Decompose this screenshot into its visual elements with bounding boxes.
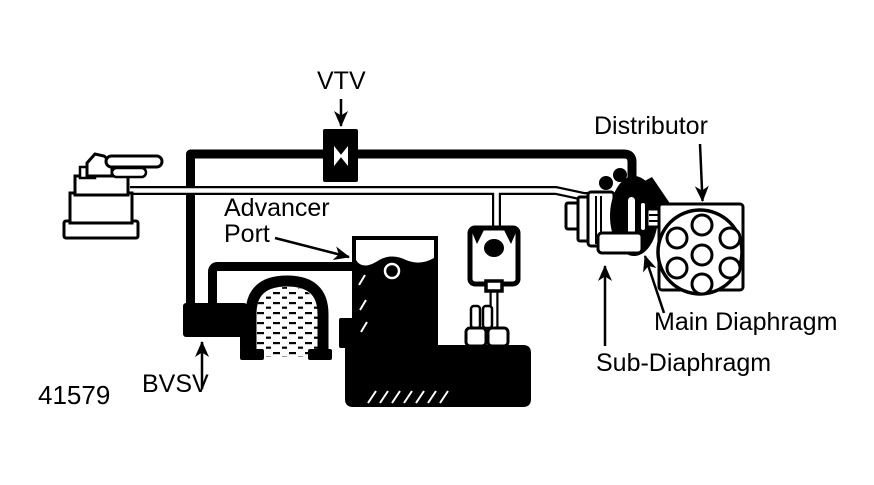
label-advancer-port-line2: Port (224, 220, 270, 248)
figure-number: 41579 (38, 380, 111, 410)
coolant-housing (240, 275, 332, 360)
label-sub-diaphragm: Sub-Diaphragm (596, 349, 772, 377)
cap-tower-hole (718, 256, 742, 280)
cap-tower-hole (665, 226, 689, 250)
distributor-body (656, 202, 745, 296)
metal-pipe (130, 186, 600, 230)
base-hatching (367, 390, 449, 404)
advancer-port-arrow (274, 236, 350, 261)
main-diaphragm-arrow (643, 255, 666, 314)
label-distributor: Distributor (594, 112, 708, 140)
cap-tower-hole (690, 213, 714, 237)
cap-tower-hole (665, 256, 689, 280)
vtv-valve (323, 129, 358, 182)
label-bvsv: BVSV (142, 370, 209, 398)
vacuum-hose-advancer (208, 262, 360, 306)
check-valve (464, 225, 521, 348)
cap-tower-hole (690, 243, 714, 267)
label-vtv: VTV (317, 67, 366, 95)
label-advancer-port-line1: Advancer (224, 194, 330, 222)
label-main-diaphragm: Main Diaphragm (654, 308, 838, 336)
vtv-valve-symbol (334, 146, 342, 166)
cap-tower-hole (718, 226, 742, 250)
carburetor-body (339, 236, 531, 407)
vtv-valve-symbol (340, 146, 348, 166)
vacuum-hose-main (186, 149, 637, 306)
distributor-arrow (694, 143, 709, 202)
cap-tower-hole (690, 272, 714, 296)
mounting-bracket (596, 231, 644, 255)
left-valve-component (62, 152, 164, 240)
